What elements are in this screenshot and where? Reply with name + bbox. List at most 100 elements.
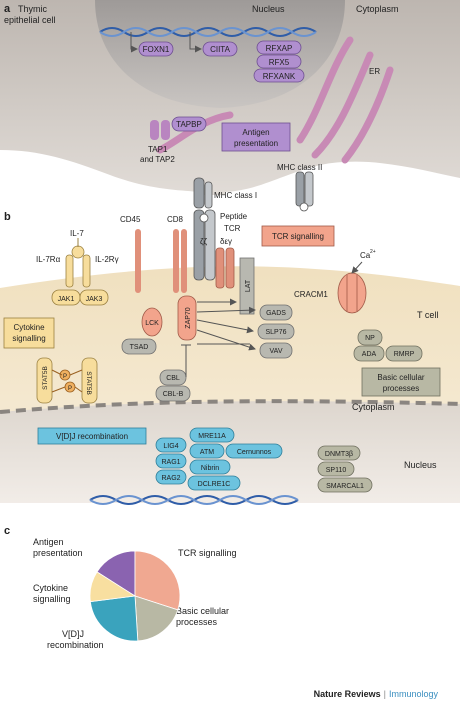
ada-box: [353, 345, 385, 362]
tsad-label: TSAD: [130, 344, 149, 351]
rfxank-label: RFXANK: [263, 72, 296, 81]
cd45-label: CD45: [120, 215, 141, 224]
zap70-box: [177, 295, 197, 341]
dna-helix-a: [99, 27, 317, 37]
il7ra-label: IL-7Rα: [36, 255, 61, 264]
dclre1c-box: [187, 475, 241, 491]
pie-label-vdj-1: V[D]J: [62, 629, 84, 639]
tapbp-label: TAPBP: [176, 120, 202, 129]
lat-box: [239, 257, 255, 315]
dnmt3b-label: DNMT3β: [325, 451, 353, 458]
rag2-box: [155, 469, 187, 485]
jak1-label: JAK1: [58, 296, 75, 303]
cernunnos-label: Cernunnos: [237, 449, 272, 456]
cytokine-signalling-label-1: Cytokine: [13, 323, 45, 332]
sp110-label: SP110: [326, 467, 347, 474]
tcr-signalling-label: TCR signalling: [272, 232, 324, 241]
tsad-box: [121, 338, 157, 355]
mhc-class-i-label: MHC class I: [214, 191, 257, 200]
jak3-label: JAK3: [86, 296, 103, 303]
footer-separator: |: [384, 689, 386, 699]
phospho-label-1: P: [63, 374, 67, 380]
zap70-arrows: [196, 298, 256, 351]
nucleus-label-b: Nucleus: [404, 460, 437, 470]
antigen-presentation-label-2: presentation: [234, 139, 278, 148]
rmrp-label: RMRP: [394, 351, 415, 358]
thymic-cell-label-2: epithelial cell: [4, 15, 56, 25]
mre11a-box: [189, 427, 235, 443]
delta-eps-gamma-label: δεγ: [220, 237, 232, 246]
pie-label-cytokine-2: signalling: [33, 594, 71, 604]
pie-slice-basic: [134, 595, 179, 642]
panel-b-letter: b: [4, 211, 11, 223]
pie-slice-antigen: [96, 550, 136, 597]
nibrin-label: Nibrin: [201, 465, 219, 472]
rag1-label: RAG1: [161, 459, 180, 466]
cblb-label: CBL-B: [163, 391, 184, 398]
panel-a-letter: a: [4, 3, 11, 15]
lig4-box: [155, 437, 187, 453]
antigen-presentation-box: [221, 122, 291, 152]
il7-receptor: [65, 238, 91, 288]
thymic-cell-label: Thymic: [18, 4, 47, 14]
zap70-label: ZAP70: [185, 307, 192, 329]
lig4-label: LIG4: [163, 443, 178, 450]
rfx5-box: [256, 54, 302, 69]
cbl-inhibit-line: [181, 344, 191, 377]
ciita-label: CIITA: [210, 45, 231, 54]
il2rg-label: IL-2Rγ: [95, 255, 119, 264]
cbl-box: [159, 369, 187, 386]
mhc-class-ii: [295, 171, 314, 212]
jak3-box: [79, 289, 109, 306]
tcr-signalling-box: [261, 225, 335, 247]
ca-label: Ca: [360, 251, 371, 260]
stat5b-left-label: STAT5B: [42, 366, 49, 390]
pie-label-antigen-1: Antigen: [33, 537, 64, 547]
slp76-label: SLP76: [265, 329, 286, 336]
pie-slice-vdj: [89, 595, 139, 642]
basic-cellular-label-2: processes: [383, 384, 419, 393]
ciita-box: [202, 41, 238, 57]
cernunnos-box: [225, 443, 283, 459]
dclre1c-label: DCLRE1C: [198, 481, 231, 488]
rfxank-box: [253, 68, 305, 83]
mre11a-label: MRE11A: [198, 433, 226, 440]
zeta-label: ζζ: [200, 237, 208, 246]
ada-label: ADA: [362, 351, 377, 358]
panel-c-letter: c: [4, 525, 10, 537]
foxn1-label: FOXN1: [143, 45, 170, 54]
vav-box: [259, 342, 293, 359]
rag2-label: RAG2: [161, 475, 180, 482]
pie-slice-tcr: [134, 550, 181, 611]
tap-label-2: and TAP2: [140, 155, 175, 164]
er-label: ER: [369, 67, 380, 76]
footer-journal: Nature Reviews: [314, 689, 381, 699]
stat5b-right-label: STAT5B: [85, 371, 92, 395]
panel-a: [0, 0, 460, 212]
tap-label-1: TAP1: [148, 145, 168, 154]
rfxap-label: RFXAP: [266, 44, 293, 53]
mhc-class-ii-label: MHC class II: [277, 163, 322, 172]
cd8-label: CD8: [167, 215, 184, 224]
pie-label-basic-2: processes: [176, 617, 218, 627]
rfxap-box: [256, 40, 302, 55]
pie-label-tcr: TCR signalling: [178, 548, 237, 558]
atm-label: ATM: [200, 449, 214, 456]
atm-box: [189, 443, 225, 459]
cytoplasm-label-a: Cytoplasm: [356, 4, 399, 14]
antigen-presentation-label-1: Antigen: [242, 128, 269, 137]
stat5b-left-box: [36, 357, 53, 404]
text-layer: a Thymic epithelial cell Nucleus Cytopla…: [4, 3, 438, 699]
smarcal1-label: SMARCAL1: [326, 483, 364, 490]
foxn1-arrow: [130, 32, 138, 53]
il7-label: IL-7: [70, 229, 84, 238]
slp76-box: [257, 323, 295, 340]
rmrp-box: [385, 345, 423, 362]
vav-label: VAV: [270, 348, 283, 355]
cytokine-signalling-box: [3, 317, 55, 349]
gads-label: GADS: [266, 310, 286, 317]
pie-label-basic-1: Basic cellular: [176, 606, 229, 616]
np-box: [357, 329, 383, 346]
tcr-label: TCR: [224, 224, 241, 233]
cytoplasm-label-b: Cytoplasm: [352, 402, 395, 412]
